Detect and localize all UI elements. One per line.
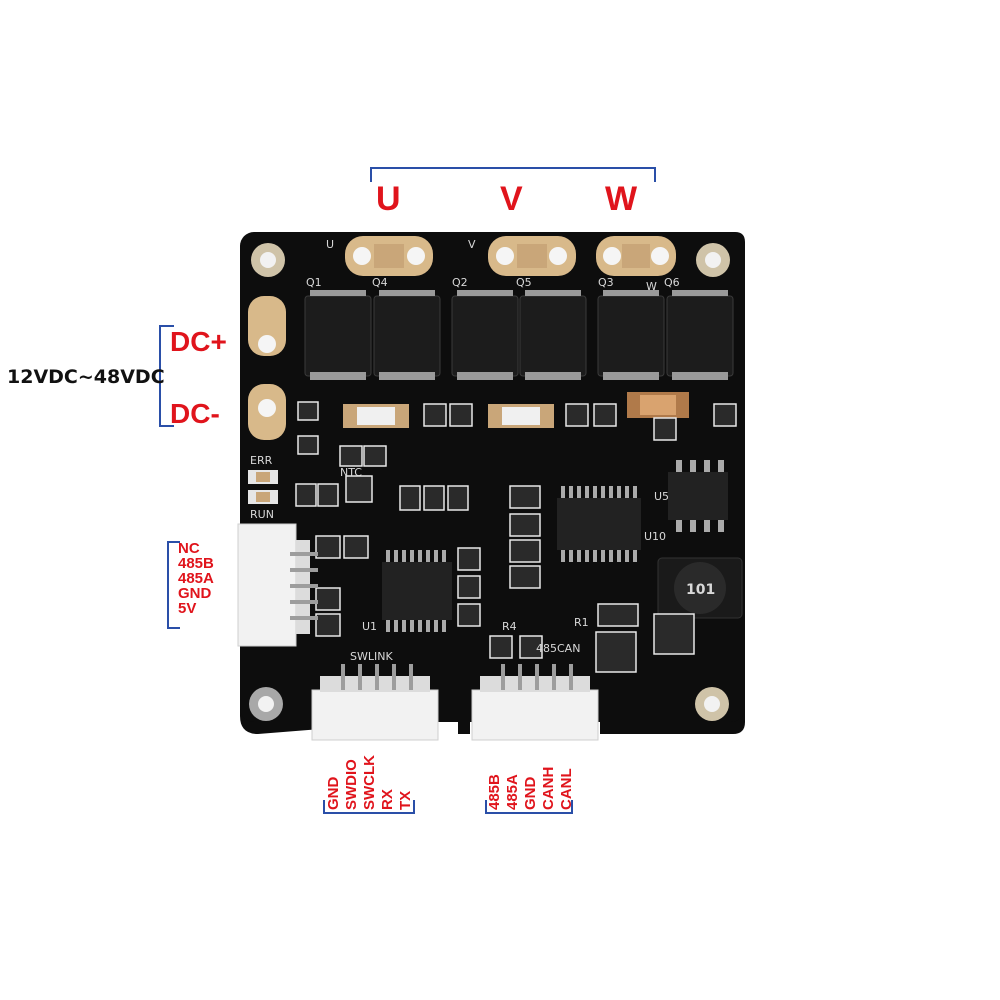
silk-u1: U1 — [362, 620, 377, 633]
silk-q5: Q5 — [516, 276, 532, 289]
pin-label-5v: 5V — [178, 600, 197, 617]
mosfet-row — [304, 295, 734, 377]
left-connector-labels: NC 485B 485A GND 5V — [178, 541, 214, 616]
swlink-pin-gnd: GND — [325, 776, 342, 810]
pin-label-nc: NC — [178, 540, 200, 557]
phase-label-v: V — [500, 180, 523, 218]
swlink-pin-tx: TX — [397, 790, 414, 810]
can485-pin-gnd: GND — [522, 776, 539, 810]
silk-q4: Q4 — [372, 276, 388, 289]
silk-u: U — [326, 238, 334, 251]
silk-q1: Q1 — [306, 276, 322, 289]
silk-q6: Q6 — [664, 276, 680, 289]
pin-label-485b: 485B — [178, 555, 214, 572]
dc-minus-label: DC- — [170, 398, 220, 429]
silk-w: W — [646, 280, 657, 293]
mounting-hole-br — [695, 687, 729, 721]
can485-pin-canl: CANL — [558, 768, 575, 810]
led-err-run — [248, 470, 278, 504]
silk-r1: R1 — [574, 616, 589, 629]
can485-pin-canh: CANH — [540, 766, 557, 810]
silk-u10: U10 — [644, 530, 666, 543]
silk-v: V — [468, 238, 476, 251]
ic-u1 — [382, 550, 452, 632]
mounting-hole-bl — [249, 687, 283, 721]
phase-pad-w — [596, 236, 676, 276]
swlink-pin-rx: RX — [379, 789, 396, 810]
can485-connector — [471, 664, 599, 741]
pin-label-gnd: GND — [178, 585, 212, 602]
dc-plus-label: DC+ — [170, 326, 227, 357]
can485-pin-485a: 485A — [504, 774, 521, 810]
swlink-pin-swclk: SWCLK — [361, 755, 378, 810]
silk-run: RUN — [250, 508, 274, 521]
can485-pin-485b: 485B — [486, 774, 503, 810]
dc-minus-pad — [248, 384, 286, 440]
dc-plus-pad — [248, 296, 286, 356]
passive-components — [295, 401, 737, 673]
silk-r4: R4 — [502, 620, 517, 633]
annotation-brackets — [159, 167, 656, 814]
silk-inductor: 101 — [686, 582, 715, 598]
silk-err: ERR — [250, 454, 273, 467]
silk-u5: U5 — [654, 490, 669, 503]
phase-label-u: U — [376, 180, 401, 218]
swlink-connector — [311, 664, 439, 741]
shunt-resistors — [343, 392, 689, 428]
silkscreen: U V W Q1 Q4 Q2 Q5 Q3 Q6 ERR RUN NTC SWLI… — [250, 238, 715, 663]
silk-q3: Q3 — [598, 276, 614, 289]
mounting-hole-tr — [696, 243, 730, 277]
pin-label-485a: 485A — [178, 570, 214, 587]
phase-pad-u — [345, 236, 433, 276]
swlink-pin-swdio: SWDIO — [343, 759, 360, 810]
phase-pad-v — [488, 236, 576, 276]
silk-q2: Q2 — [452, 276, 468, 289]
silk-485can: 485CAN — [536, 642, 580, 655]
left-connector — [237, 523, 318, 647]
inductor-101 — [657, 557, 743, 619]
ic-u5 — [668, 460, 728, 532]
silk-ntc: NTC — [340, 466, 362, 479]
mounting-hole-tl — [251, 243, 285, 277]
ic-u10 — [557, 486, 641, 562]
voltage-range-label: 12VDC~48VDC — [7, 366, 165, 388]
phase-label-w: W — [605, 180, 638, 218]
silk-swlink: SWLINK — [350, 650, 393, 663]
